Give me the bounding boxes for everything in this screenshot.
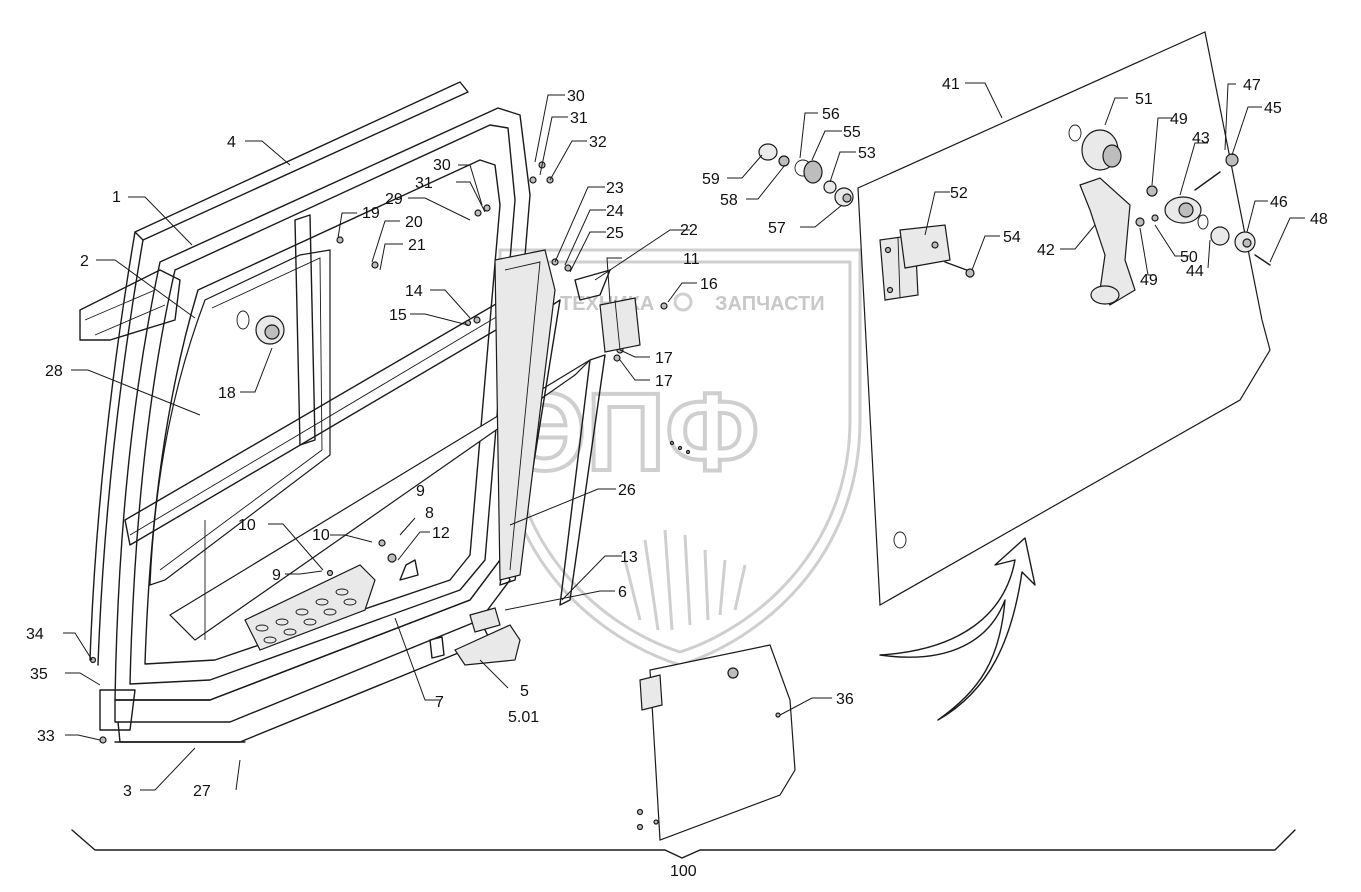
- label-2: 2: [80, 253, 89, 270]
- label-45: 45: [1264, 100, 1282, 117]
- label-31b: 31: [415, 175, 433, 192]
- label-57: 57: [768, 220, 786, 237]
- label-33: 33: [37, 728, 55, 745]
- label-59: 59: [702, 171, 720, 188]
- label-49b: 49: [1140, 272, 1158, 289]
- label-31a: 31: [570, 110, 588, 127]
- label-22: 22: [680, 222, 698, 239]
- label-21: 21: [408, 237, 426, 254]
- label-11: 11: [683, 251, 700, 268]
- latch-parts: [758, 143, 854, 207]
- leader-lines: [63, 82, 1305, 791]
- label-44: 44: [1186, 263, 1204, 280]
- label-47: 47: [1243, 77, 1261, 94]
- label-20: 20: [405, 214, 423, 231]
- label-53: 53: [858, 145, 876, 162]
- label-36: 36: [836, 691, 854, 708]
- label-27: 27: [193, 783, 211, 800]
- label-19: 19: [362, 205, 380, 222]
- label-49a: 49: [1170, 111, 1188, 128]
- label-25: 25: [606, 225, 624, 242]
- label-24: 24: [606, 203, 624, 220]
- watermark: ЭПФ ТЕХНИКА ЗАПЧАСТИ: [498, 248, 862, 667]
- label-42: 42: [1037, 242, 1055, 259]
- label-58: 58: [720, 192, 738, 209]
- label-14: 14: [405, 283, 423, 300]
- label-54: 54: [1003, 229, 1021, 246]
- label-26: 26: [618, 482, 636, 499]
- label-46: 46: [1270, 194, 1288, 211]
- label-3: 3: [123, 783, 132, 800]
- callout-labels: 1 2 3 4 5 5.01 6 7 8 9 9 10 10 11 12 13 …: [26, 76, 1328, 880]
- rotation-arrow: [879, 537, 1036, 721]
- label-23: 23: [606, 180, 624, 197]
- label-34: 34: [26, 626, 44, 643]
- label-50: 50: [1180, 249, 1198, 266]
- label-5: 5: [520, 683, 529, 700]
- small-glass-panel: [636, 644, 796, 841]
- label-52: 52: [950, 185, 968, 202]
- label-56: 56: [822, 106, 840, 123]
- label-1: 1: [112, 189, 121, 206]
- large-glass-panel: [669, 31, 1271, 607]
- label-32: 32: [589, 134, 607, 151]
- label-55: 55: [843, 124, 861, 141]
- label-8: 8: [425, 505, 434, 522]
- label-12: 12: [432, 525, 450, 542]
- label-9a: 9: [416, 483, 425, 500]
- label-30b: 30: [433, 157, 451, 174]
- label-17b: 17: [655, 373, 673, 390]
- label-6: 6: [618, 584, 627, 601]
- label-43: 43: [1192, 130, 1210, 147]
- label-17a: 17: [655, 350, 673, 367]
- label-10b: 10: [312, 527, 330, 544]
- label-41: 41: [942, 76, 960, 93]
- door-frame-assembly: [79, 81, 668, 744]
- assembly-brace: [71, 829, 1296, 859]
- label-29: 29: [385, 191, 403, 208]
- label-30a: 30: [567, 88, 585, 105]
- label-13: 13: [620, 549, 638, 566]
- label-28: 28: [45, 363, 63, 380]
- label-15: 15: [389, 307, 407, 324]
- label-10a: 10: [238, 517, 256, 534]
- label-100: 100: [670, 863, 697, 880]
- label-18: 18: [218, 385, 236, 402]
- label-48: 48: [1310, 211, 1328, 228]
- watermark-line2: ЗАПЧАСТИ: [715, 293, 825, 315]
- label-7: 7: [435, 694, 444, 711]
- label-9b: 9: [272, 567, 281, 584]
- label-16: 16: [700, 276, 718, 293]
- label-51: 51: [1135, 91, 1153, 108]
- label-5-01: 5.01: [508, 709, 539, 726]
- label-4: 4: [227, 134, 236, 151]
- label-35: 35: [30, 666, 48, 683]
